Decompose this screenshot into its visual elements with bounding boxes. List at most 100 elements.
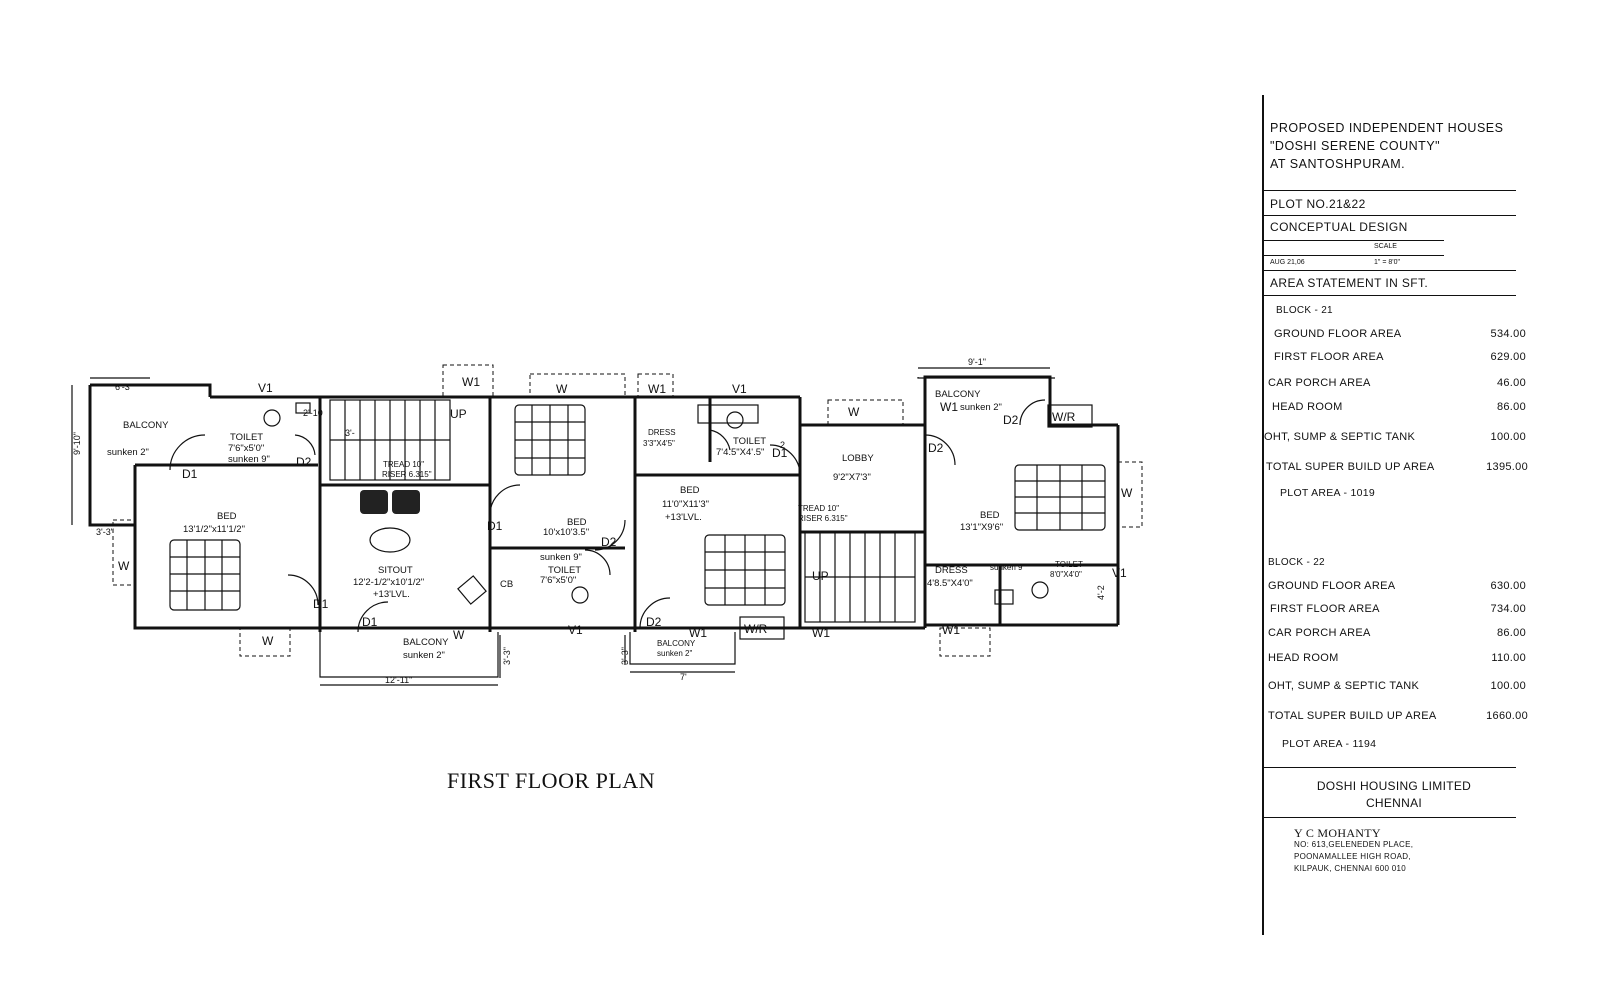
area-value: 110.00 [1491, 652, 1526, 664]
divider [1264, 270, 1516, 271]
label-sitout: SITOUT [378, 565, 413, 576]
dim-6-3: 6'-3" [115, 382, 133, 392]
label-stair1-riser: RISER 6.315" [382, 470, 432, 479]
toilet-fixtures [263, 402, 1049, 605]
dim-7: 7' [680, 672, 687, 682]
dimension-lines [71, 367, 1050, 686]
label-toilet2-note: sunken 9" [540, 552, 582, 563]
label-bed4: BED [980, 510, 1000, 521]
label-toilet4: TOILET [1055, 560, 1083, 569]
architect-address-1: NO: 613,GELENEDEN PLACE, [1294, 840, 1414, 849]
label-bed3-level: +13'LVL. [665, 512, 702, 523]
area-label: OHT, SUMP & SEPTIC TANK [1268, 680, 1420, 692]
label-w1: W1 [648, 382, 666, 396]
dim-3-3: 3'-3" [96, 527, 114, 537]
architect-block: Y C MOHANTY NO: 613,GELENEDEN PLACE, POO… [1294, 827, 1413, 875]
dim-2-10: 2'-10 [303, 408, 323, 418]
label-balcony-right: BALCONY [935, 389, 981, 400]
block21-title: BLOCK - 21 [1276, 305, 1333, 316]
architect-address-3: KILPAUK, CHENNAI 600 010 [1294, 864, 1406, 873]
label-up: UP [812, 569, 829, 583]
label-d1: D1 [313, 597, 329, 611]
dim-9-1: 9'-1" [968, 357, 986, 367]
label-v1: V1 [258, 381, 273, 395]
area-label: TOTAL SUPER BUILD UP AREA [1266, 461, 1435, 473]
label-toilet4-size: 8'0"X4'0" [1050, 570, 1082, 579]
label-d1: D1 [487, 519, 503, 533]
label-lobby: LOBBY [842, 453, 874, 464]
dim-3-3b: 3'-3" [502, 647, 512, 665]
area-value: 86.00 [1496, 627, 1526, 639]
label-balcony-left: BALCONY [123, 420, 169, 431]
label-v1: V1 [1112, 566, 1127, 580]
area-label: GROUND FLOOR AREA [1268, 580, 1396, 592]
area-value: 1660.00 [1486, 710, 1528, 722]
label-sitout-size: 12'2-1/2"x10'1/2" [353, 577, 424, 588]
label-w: W [848, 405, 860, 419]
label-v1: V1 [568, 623, 583, 637]
dim-3-3c: 3'-3" [620, 647, 630, 665]
block22-row: CAR PORCH AREA 86.00 [1268, 627, 1526, 639]
label-d2: D2 [646, 615, 662, 629]
opening-labels: D1 D2 D1 D1 D1 D2 D2 D1 D2 D2 W1 W W1 W … [118, 375, 1133, 648]
drawing-title: FIRST FLOOR PLAN [447, 768, 656, 793]
label-balcony-right-note: sunken 2" [960, 402, 1002, 413]
architect-name: Y C MOHANTY [1294, 826, 1381, 840]
design-label: CONCEPTUAL DESIGN [1270, 220, 1408, 234]
divider [1264, 295, 1516, 296]
label-toilet3: TOILET [733, 436, 766, 447]
divider [1264, 767, 1516, 768]
divider [1264, 215, 1516, 216]
block21-row: GROUND FLOOR AREA 534.00 [1274, 328, 1526, 340]
area-statement-heading: AREA STATEMENT IN SFT. [1270, 276, 1429, 290]
label-d1: D1 [362, 615, 378, 629]
label-v1: V1 [732, 382, 747, 396]
area-value: 86.00 [1496, 401, 1526, 413]
label-balcony-left-note: sunken 2" [107, 447, 149, 458]
dim-9-10: 9'-10" [72, 432, 82, 455]
label-w: W [118, 559, 130, 573]
dim-4-2: 4'-2 [1096, 585, 1106, 600]
dimension-labels: 6'-3" 9'-10" 3'-3" 2'-10 3'- 12'-11" 3'-… [72, 357, 1106, 685]
divider [1264, 817, 1516, 818]
stair-1 [329, 399, 451, 481]
label-w1: W1 [940, 400, 958, 414]
label-toilet1: TOILET [230, 432, 263, 443]
area-label: CAR PORCH AREA [1268, 627, 1371, 639]
project-line-2: "DOSHI SERENE COUNTY" [1270, 139, 1441, 153]
area-value: 629.00 [1490, 351, 1526, 363]
label-stair2-tread: TREAD 10" [798, 504, 839, 513]
area-label: GROUND FLOOR AREA [1274, 328, 1402, 340]
label-up: UP [450, 407, 467, 421]
divider [1264, 190, 1516, 191]
label-d1: D1 [772, 446, 788, 460]
block22-title: BLOCK - 22 [1268, 557, 1325, 568]
label-d2: D2 [928, 441, 944, 455]
label-cb: CB [500, 579, 513, 590]
area-label: FIRST FLOOR AREA [1274, 351, 1384, 363]
label-toilet3-size: 7'4.5"X4'.5" [716, 447, 764, 458]
bed-furniture [169, 404, 1106, 611]
plot-number: PLOT NO.21&22 [1270, 197, 1366, 211]
label-balcony-small-note: sunken 2" [657, 649, 692, 658]
label-bed2: BED [567, 517, 587, 528]
label-toilet4-note: sunken 9" [990, 563, 1025, 572]
block21-row: FIRST FLOOR AREA 629.00 [1274, 351, 1526, 363]
date-value: AUG 21,06 [1270, 259, 1305, 266]
label-wr: W/R [744, 622, 768, 636]
block22-plot-area: PLOT AREA - 1194 [1282, 738, 1377, 750]
label-bed3: BED [680, 485, 700, 496]
label-balcony-small: BALCONY [657, 639, 696, 648]
block21-plot-area: PLOT AREA - 1019 [1280, 487, 1376, 499]
area-value: 46.00 [1496, 377, 1526, 389]
title-block: PROPOSED INDEPENDENT HOUSES "DOSHI SEREN… [1262, 95, 1554, 935]
label-w: W [556, 382, 568, 396]
stair-2 [804, 531, 916, 623]
label-w: W [1121, 486, 1133, 500]
area-value: 1395.00 [1486, 461, 1528, 473]
area-value: 534.00 [1490, 328, 1526, 340]
